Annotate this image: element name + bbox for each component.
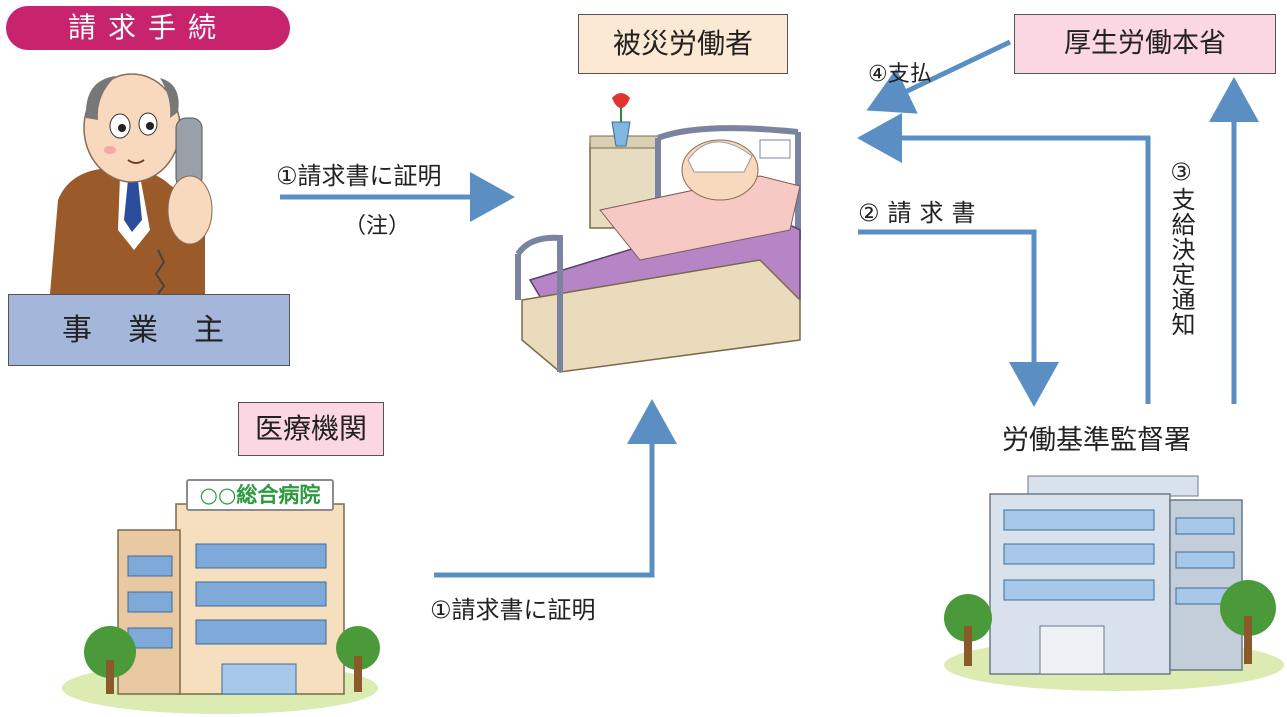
hospital-sign: ○○総合病院	[186, 479, 334, 511]
office-building	[944, 475, 1276, 675]
employer-illustration	[50, 73, 213, 295]
hospital-building	[84, 503, 380, 695]
label-employer-certify: ①請求書に証明	[276, 162, 442, 190]
label-labor-office: 労働基準監督署	[1002, 425, 1191, 456]
victim-box: 被災労働者	[578, 14, 788, 74]
ministry-box: 厚生労働本省	[1014, 14, 1276, 74]
employer-box: 事業主	[8, 294, 290, 366]
arrow-medical-to-victim	[434, 399, 677, 578]
label-decision-notice: ③支給決定通知	[1167, 158, 1195, 337]
arrow-claim-to-office	[858, 229, 1059, 407]
label-note: （注）	[344, 214, 411, 239]
arrow-payment	[866, 39, 1012, 114]
label-claim: ②請求書	[858, 199, 984, 227]
medical-box: 医療機関	[238, 402, 384, 456]
page-title: 請求手続	[6, 6, 290, 50]
label-medical-certify: ①請求書に証明	[430, 596, 596, 624]
arrow-notice-to-victim	[857, 113, 1151, 404]
bed-illustration	[515, 93, 801, 373]
label-payment: ④支払	[868, 62, 932, 87]
